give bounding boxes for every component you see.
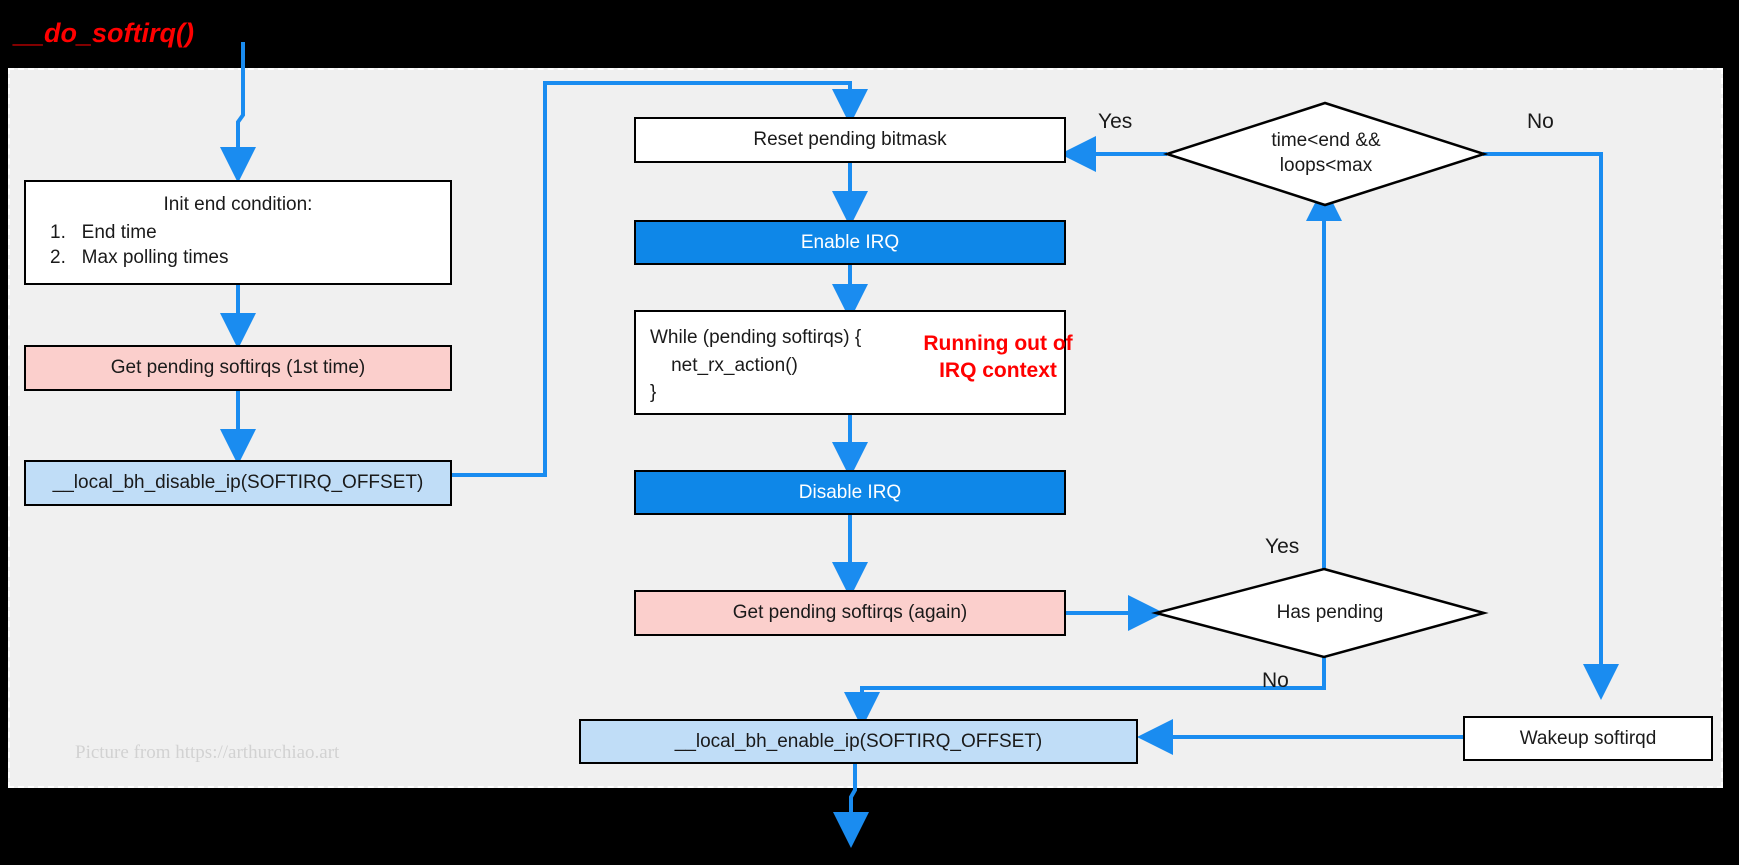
edge-label-time-loops-yes: Yes: [1098, 110, 1133, 133]
annotation-running-out-of-irq-context: Running out of IRQ context: [923, 332, 1073, 383]
init-end-condition-item-1: 1. End time: [50, 221, 157, 243]
init-end-condition-header: Init end condition:: [163, 194, 313, 215]
node-local-bh-disable-ip[interactable]: __local_bh_disable_ip(SOFTIRQ_OFFSET): [24, 460, 452, 506]
init-end-condition-item-2: 2. Max polling times: [50, 247, 229, 269]
node-get-pending-softirqs-first[interactable]: Get pending softirqs (1st time): [24, 345, 452, 391]
node-disable-irq[interactable]: Disable IRQ: [634, 470, 1066, 515]
decision-time-loops-label: time<end && loops<max: [1271, 130, 1381, 176]
diagram-panel: [8, 68, 1723, 788]
edge-label-has-pending-no: No: [1262, 669, 1289, 692]
node-enable-irq[interactable]: Enable IRQ: [634, 220, 1066, 265]
node-local-bh-enable-ip[interactable]: __local_bh_enable_ip(SOFTIRQ_OFFSET): [579, 719, 1138, 764]
node-wakeup-softirqd[interactable]: Wakeup softirqd: [1463, 716, 1713, 761]
while-line-2: net_rx_action(): [650, 354, 798, 376]
node-init-end-condition[interactable]: Init end condition: 1. End time 2. Max p…: [24, 180, 452, 285]
while-line-1: While (pending softirqs) {: [650, 327, 862, 348]
node-while-pending-softirqs[interactable]: While (pending softirqs) { net_rx_action…: [634, 310, 1066, 415]
decision-has-pending-label: Has pending: [1276, 601, 1384, 623]
node-get-pending-softirqs-again[interactable]: Get pending softirqs (again): [634, 590, 1066, 636]
page-title: __do_softirq(): [14, 18, 195, 48]
while-line-3: }: [650, 382, 657, 404]
watermark: Picture from https://arthurchiao.art: [75, 742, 340, 763]
node-reset-pending-bitmask[interactable]: Reset pending bitmask: [634, 117, 1066, 163]
edge-label-time-loops-no: No: [1527, 110, 1554, 133]
edge-label-has-pending-yes: Yes: [1265, 535, 1300, 558]
